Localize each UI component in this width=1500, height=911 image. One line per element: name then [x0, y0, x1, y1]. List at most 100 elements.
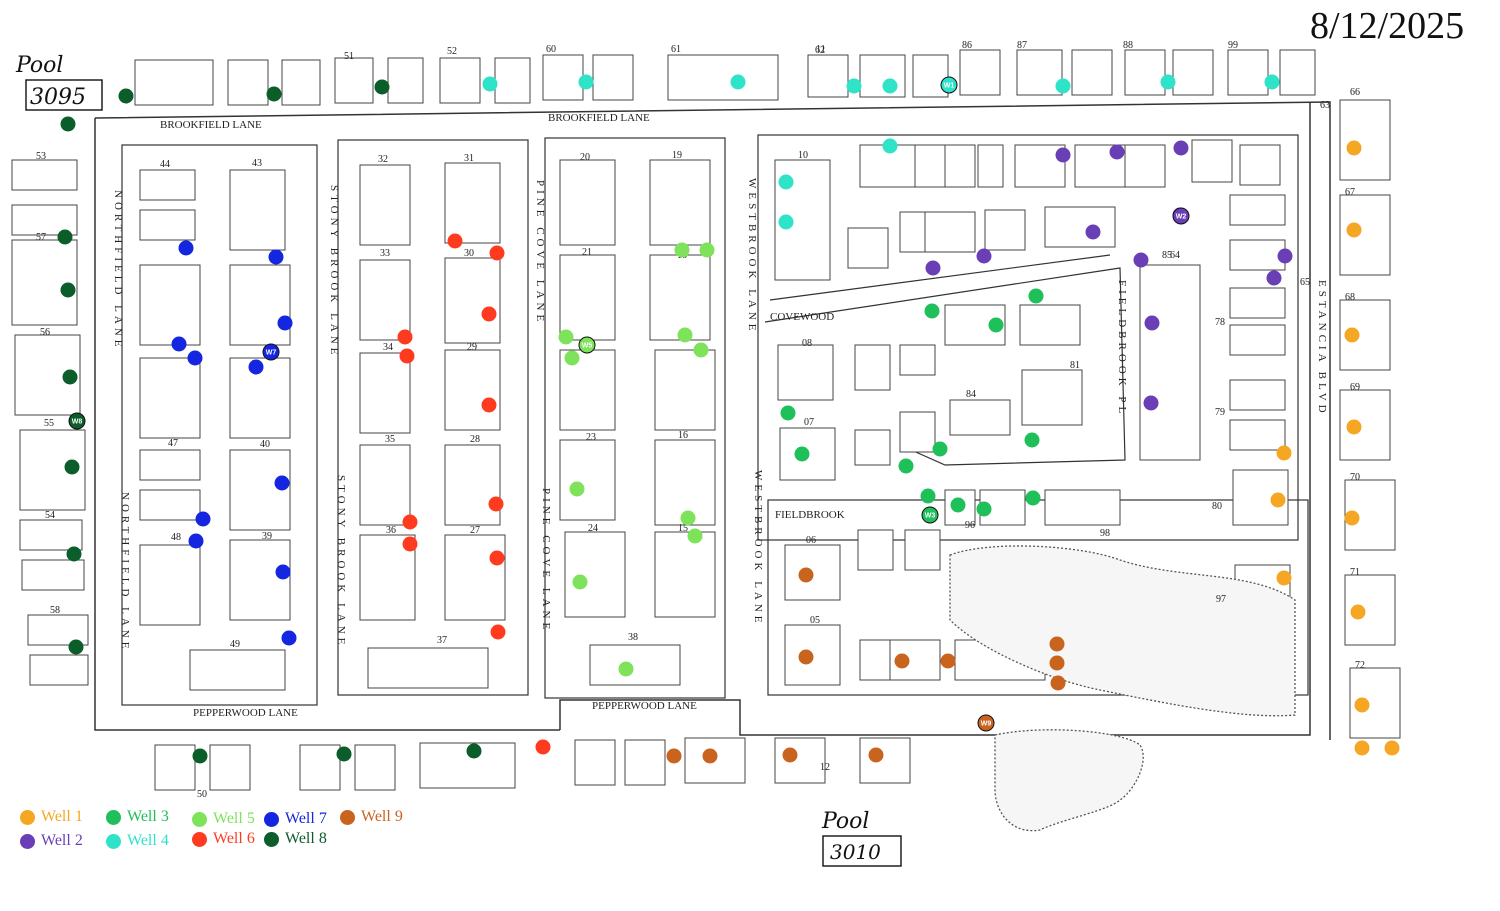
well-4-service-dot	[882, 138, 898, 154]
well-site-marker-icon: W2	[1172, 207, 1190, 225]
block-number: 72	[1355, 660, 1365, 671]
well-6-service-dot	[397, 329, 413, 345]
well-site-label: W1	[944, 83, 955, 90]
block-number: 87	[1017, 40, 1027, 51]
well-6-service-dot	[447, 233, 463, 249]
well-site-marker-icon: W9	[977, 714, 995, 732]
block-number: 55	[44, 418, 54, 429]
well-8-service-dot	[68, 639, 84, 655]
street-labels: BROOKFIELD LANE BROOKFIELD LANE PEPPERWO…	[112, 112, 1328, 719]
block-number: 37	[437, 635, 447, 646]
block-number: 81	[1070, 360, 1080, 371]
well-3-service-dot	[988, 317, 1004, 333]
well-4-service-dot	[778, 174, 794, 190]
well-1-service-dot	[1276, 570, 1292, 586]
well-7-service-dot	[277, 315, 293, 331]
well-8-service-dot	[60, 282, 76, 298]
well-1-service-dot	[1276, 445, 1292, 461]
ponds	[949, 545, 1296, 832]
block-number: 44	[160, 159, 170, 170]
well-8-service-dot	[60, 116, 76, 132]
well-5-service-dot	[687, 528, 703, 544]
legend-label: Well 3	[127, 808, 169, 825]
well-2-service-dot	[1109, 144, 1125, 160]
legend-dot-icon	[340, 809, 355, 825]
well-1-service-dot	[1270, 492, 1286, 508]
well-9-service-dot	[782, 747, 798, 763]
well-site-label: W2	[1176, 214, 1187, 221]
well-4-service-dot	[1264, 74, 1280, 90]
street-label-pepperwood-east: PEPPERWOOD LANE	[592, 700, 697, 712]
well-4-service-dot	[1160, 74, 1176, 90]
well-6-service-dot	[399, 348, 415, 364]
well-8-service-dot	[57, 229, 73, 245]
well-site-marker-icon: W7	[262, 343, 280, 361]
block-number: 35	[385, 434, 395, 445]
well-5-service-dot	[693, 342, 709, 358]
block-number: 80	[1212, 501, 1222, 512]
well-1-service-dot	[1344, 510, 1360, 526]
block-number: 40	[260, 439, 270, 450]
legend-label: Well 4	[127, 832, 169, 849]
block-number: 12	[820, 762, 830, 773]
block-number: 47	[168, 438, 178, 449]
well-8-service-dot	[466, 743, 482, 759]
well-1-service-dot	[1384, 740, 1400, 756]
well-7-service-dot	[281, 630, 297, 646]
well-2-service-dot	[1133, 252, 1149, 268]
well-2-service-dot	[1277, 248, 1293, 264]
well-6-service-dot	[402, 514, 418, 530]
well-2-service-dot	[1144, 315, 1160, 331]
well-5-service-dot	[618, 661, 634, 677]
block-number: 24	[588, 523, 598, 534]
block-number: 61	[671, 44, 681, 55]
well-8-service-dot	[118, 88, 134, 104]
block-number: 16	[678, 430, 688, 441]
well-9-service-dot	[940, 653, 956, 669]
well-7-service-dot	[248, 359, 264, 375]
well-5-service-dot	[558, 329, 574, 345]
well-7-service-dot	[275, 564, 291, 580]
well-1-service-dot	[1346, 140, 1362, 156]
legend-item-well-7: Well 7	[264, 810, 327, 828]
block-number: 97	[1216, 594, 1226, 605]
pool-number: 3010	[830, 840, 881, 864]
well-7-service-dot	[268, 249, 284, 265]
well-2-service-dot	[925, 260, 941, 276]
block-number: 31	[464, 153, 474, 164]
block-number: 85	[1162, 250, 1172, 261]
well-3-service-dot	[924, 303, 940, 319]
well-1-service-dot	[1344, 327, 1360, 343]
well-7-service-dot	[195, 511, 211, 527]
block-number: 79	[1215, 407, 1225, 418]
well-6-service-dot	[481, 397, 497, 413]
block-number: 21	[582, 247, 592, 258]
well-6-service-dot	[489, 245, 505, 261]
well-site-marker-icon: W1	[940, 76, 958, 94]
well-1-service-dot	[1354, 740, 1370, 756]
block-number: 84	[966, 389, 976, 400]
block-number: 49	[230, 639, 240, 650]
block-number: 52	[447, 46, 457, 57]
well-9-service-dot	[1050, 675, 1066, 691]
block-number: 64	[1170, 250, 1180, 261]
legend-item-well-6: Well 6	[192, 830, 255, 848]
well-9-service-dot	[894, 653, 910, 669]
well-3-service-dot	[932, 441, 948, 457]
street-label-pine-cove-2: PINE COVE LANE	[540, 488, 552, 633]
lot-columns	[11, 99, 1401, 739]
well-9-service-dot	[1049, 636, 1065, 652]
well-2-service-dot	[1143, 395, 1159, 411]
well-site-label: W8	[72, 419, 83, 426]
block-number: 39	[262, 531, 272, 542]
well-site-label: W3	[925, 513, 936, 520]
interior-lots	[847, 139, 1281, 571]
legend-dot-icon	[192, 811, 207, 827]
block-number: 57	[36, 232, 46, 243]
well-1-service-dot	[1354, 697, 1370, 713]
pool-3010: Pool 3010	[821, 809, 902, 867]
well-site-marker-icon: W5	[578, 336, 596, 354]
block-number: 30	[464, 248, 474, 259]
